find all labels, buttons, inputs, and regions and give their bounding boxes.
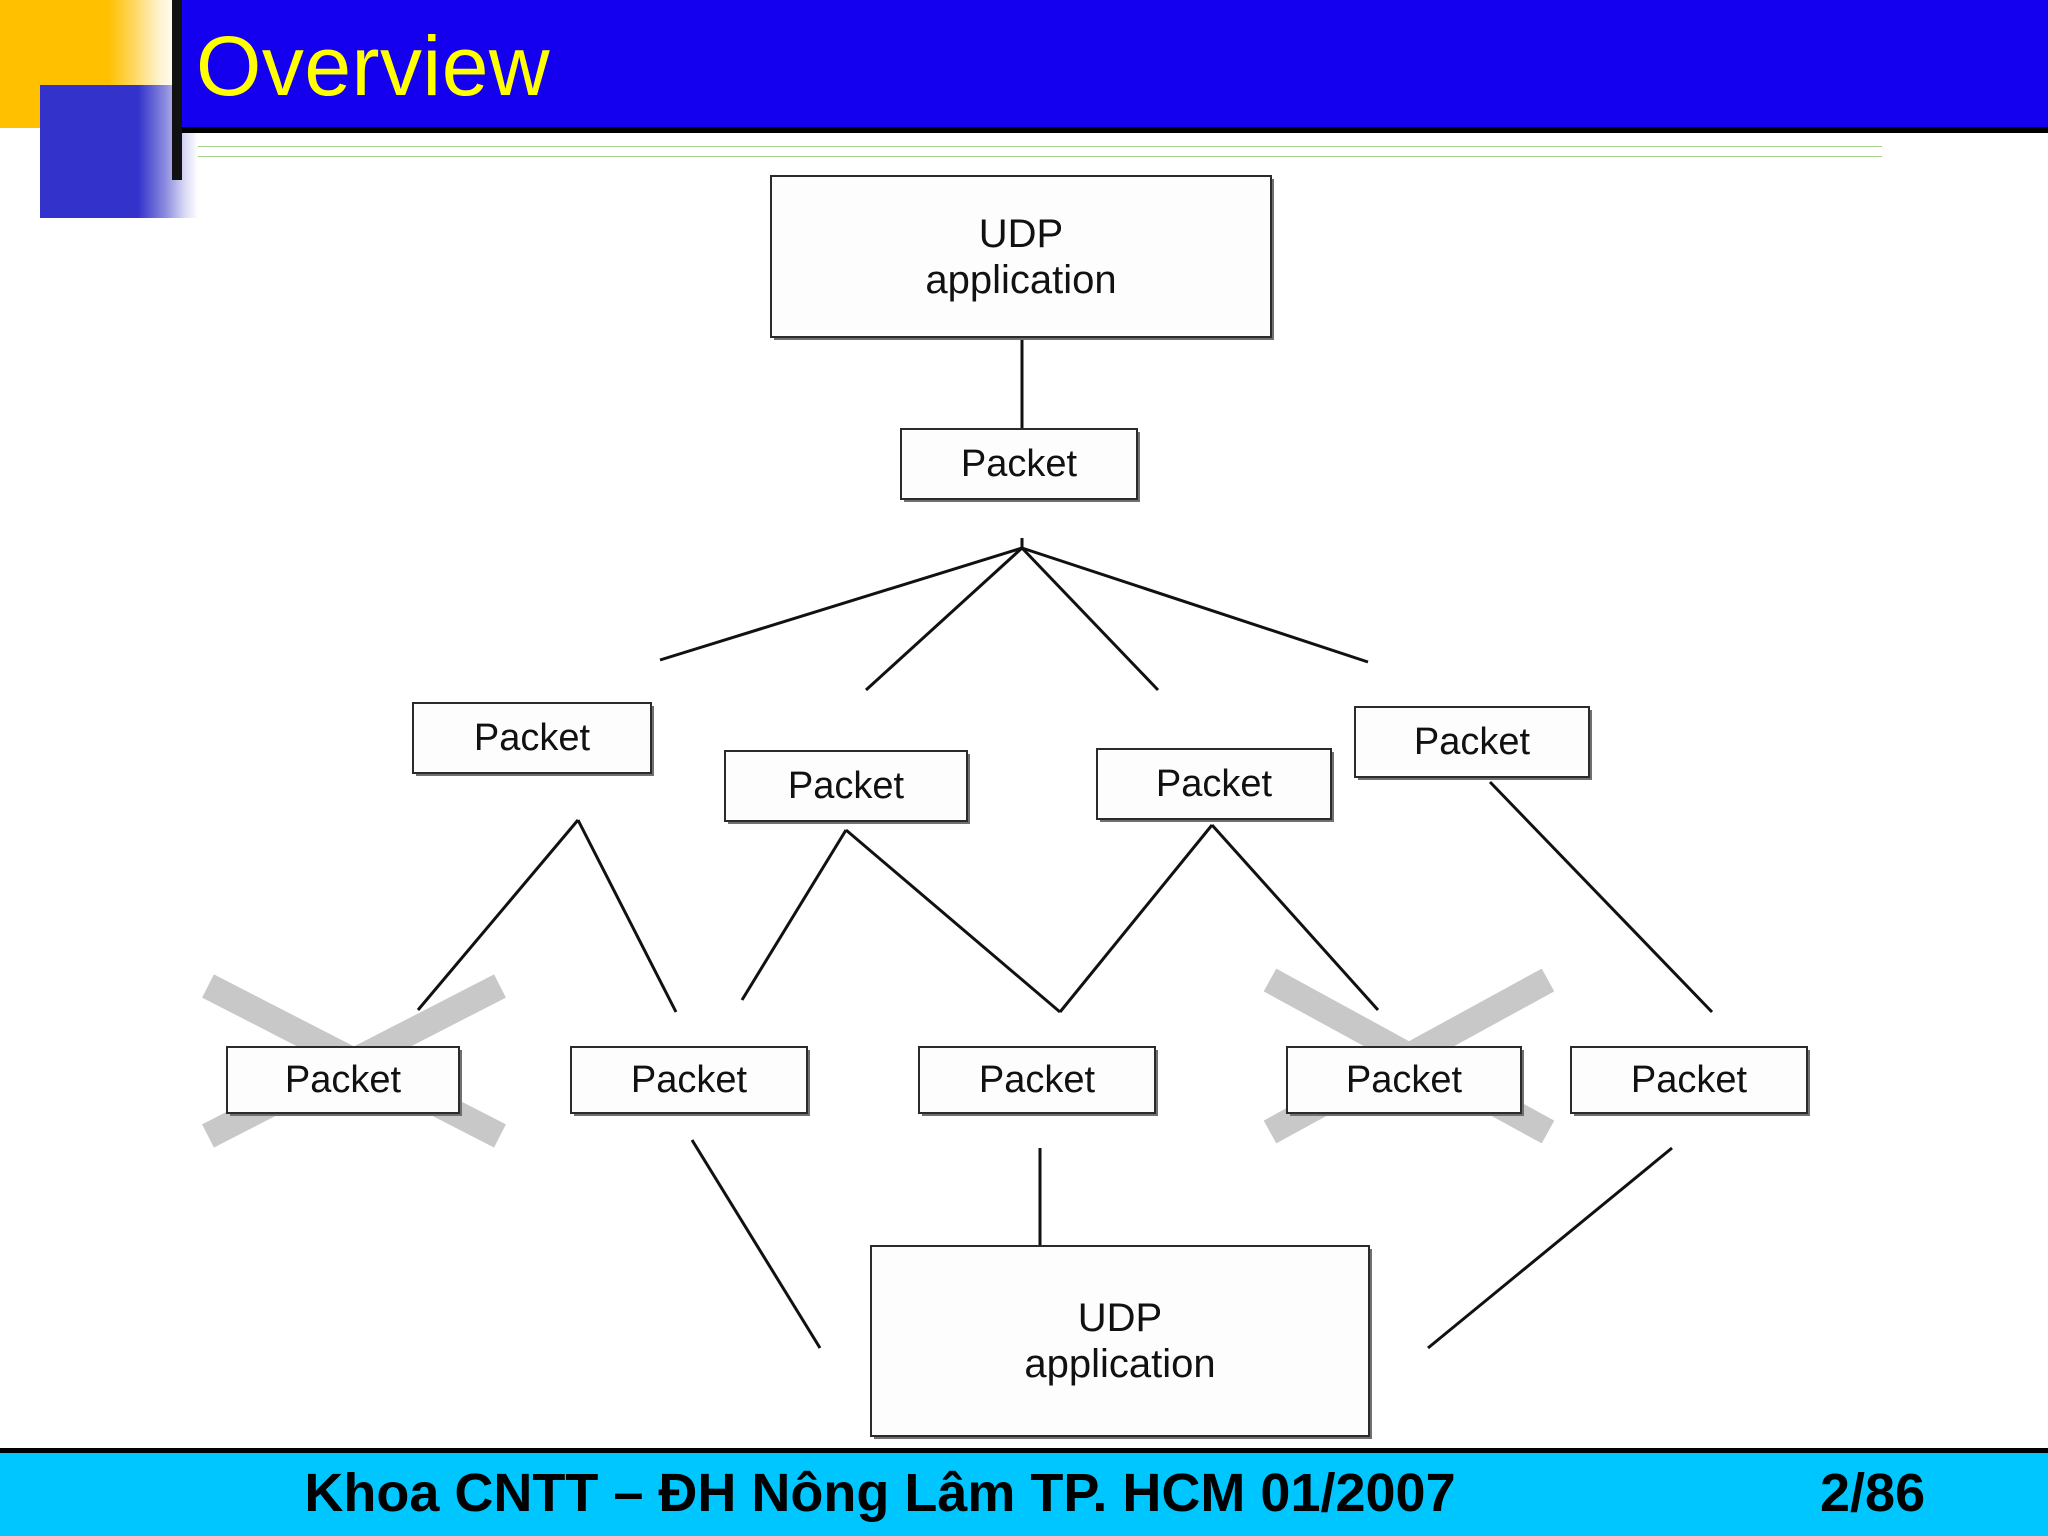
decoration-black-bar bbox=[172, 0, 182, 180]
packet-label: Packet bbox=[473, 717, 591, 759]
udp-label-line2: application bbox=[1024, 1342, 1216, 1386]
connector-fanout-4 bbox=[1021, 546, 1369, 664]
node-destination-udp-application: UDP application bbox=[870, 1245, 1370, 1437]
node-packet-mid-2: Packet bbox=[724, 750, 968, 822]
packet-label: Packet bbox=[1155, 763, 1273, 805]
node-packet-mid-3: Packet bbox=[1096, 748, 1332, 820]
packet-label: Packet bbox=[978, 1059, 1096, 1101]
packet-label: Packet bbox=[1345, 1059, 1463, 1101]
connector-fanout-2 bbox=[864, 546, 1024, 692]
connector-m3-right bbox=[1210, 823, 1380, 1012]
connector-m1-left bbox=[416, 819, 580, 1011]
udp-label-line1: UDP bbox=[1077, 1296, 1163, 1340]
node-packet-mid-4: Packet bbox=[1354, 706, 1590, 778]
node-packet-top: Packet bbox=[900, 428, 1138, 500]
header-divider-line-1 bbox=[182, 146, 1882, 147]
node-packet-bottom-2: Packet bbox=[570, 1046, 808, 1114]
decoration-blue-block bbox=[40, 85, 138, 218]
footer-page-number: 2/86 bbox=[1820, 1463, 1926, 1523]
connector-m2-left bbox=[740, 829, 848, 1001]
connector-m1-right bbox=[576, 819, 678, 1013]
connector-m3-left bbox=[1058, 824, 1214, 1013]
packet-label: Packet bbox=[1413, 721, 1531, 763]
connector-b5-to-dst bbox=[1427, 1146, 1673, 1350]
connector-b2-to-dst bbox=[690, 1139, 822, 1349]
node-packet-bottom-4-lost: Packet bbox=[1286, 1046, 1522, 1114]
footer-attribution: Khoa CNTT – ĐH Nông Lâm TP. HCM 01/2007 bbox=[304, 1463, 1456, 1523]
node-packet-bottom-3: Packet bbox=[918, 1046, 1156, 1114]
node-source-udp-application: UDP application bbox=[770, 175, 1272, 338]
connector-fanout-1 bbox=[659, 546, 1023, 662]
page-title: Overview bbox=[196, 19, 551, 113]
connector-m2-right bbox=[845, 828, 1061, 1014]
udp-label-line1: UDP bbox=[978, 211, 1064, 256]
connector-fanout-3 bbox=[1020, 546, 1160, 692]
packet-label: Packet bbox=[787, 765, 905, 807]
slide-title-bar bbox=[182, 0, 2048, 133]
packet-label: Packet bbox=[1630, 1059, 1748, 1101]
connector-m4-right bbox=[1488, 780, 1714, 1014]
node-packet-bottom-5: Packet bbox=[1570, 1046, 1808, 1114]
header-divider-line-2 bbox=[182, 156, 1882, 157]
packet-label: Packet bbox=[960, 443, 1078, 485]
packet-label: Packet bbox=[630, 1059, 748, 1101]
node-packet-bottom-1-lost: Packet bbox=[226, 1046, 460, 1114]
packet-label: Packet bbox=[284, 1059, 402, 1101]
slide-footer-bar bbox=[0, 1448, 2048, 1536]
udp-label-line2: application bbox=[925, 257, 1117, 302]
node-packet-mid-1: Packet bbox=[412, 702, 652, 774]
